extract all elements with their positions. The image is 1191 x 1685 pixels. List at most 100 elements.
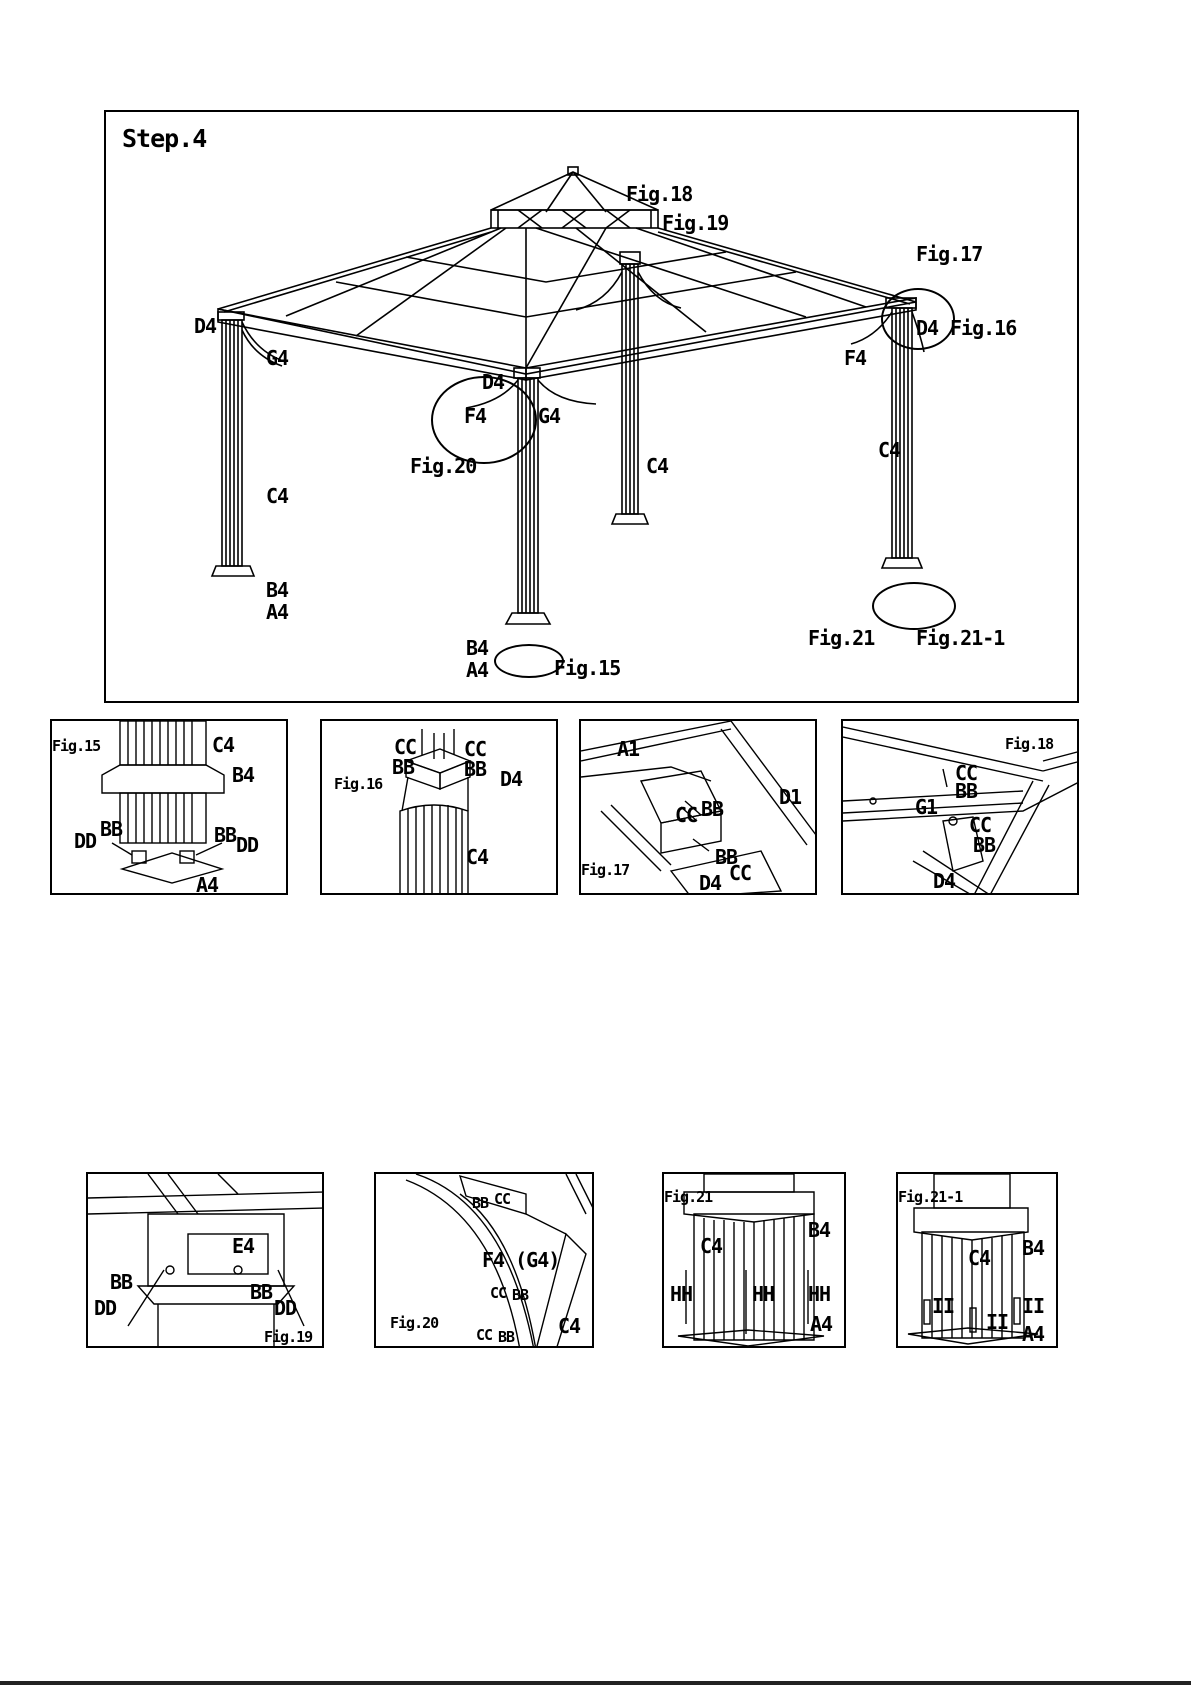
fig16-cc-right: CC bbox=[464, 737, 487, 761]
fig17-drawing bbox=[581, 721, 815, 893]
fig21-title: Fig.21 bbox=[664, 1188, 713, 1206]
fig21-drawing bbox=[677, 1174, 825, 1346]
fig21-hh2: HH bbox=[752, 1282, 775, 1306]
label-fig16: Fig.16 bbox=[950, 316, 1017, 340]
label-d4-left: D4 bbox=[194, 314, 217, 338]
label-c4-left: C4 bbox=[266, 484, 289, 508]
fig21-1-title: Fig.21-1 bbox=[898, 1188, 963, 1206]
fig20-cc1: CC bbox=[494, 1190, 511, 1208]
fig17-cc1: CC bbox=[675, 803, 698, 827]
fig21-1-b4: B4 bbox=[1022, 1236, 1045, 1260]
label-fig18: Fig.18 bbox=[626, 182, 693, 206]
detail-fig15: Fig.15 C4 B4 BB DD BB DD A4 bbox=[50, 719, 288, 895]
page-bottom-edge bbox=[0, 1681, 1191, 1685]
detail-fig21: Fig.21 B4 C4 HH HH HH A4 bbox=[662, 1172, 846, 1348]
fig21-1-c4: C4 bbox=[968, 1246, 991, 1270]
fig15-bb-left: BB bbox=[100, 817, 123, 841]
fig15-drawing bbox=[101, 721, 225, 884]
fig20-bb2: BB bbox=[512, 1286, 529, 1304]
label-f4-right: F4 bbox=[844, 346, 867, 370]
step-title: Step.4 bbox=[122, 124, 207, 153]
callout-fig15 bbox=[494, 644, 564, 678]
fig19-drawing bbox=[88, 1174, 322, 1346]
fig21-hh1: HH bbox=[670, 1282, 693, 1306]
fig15-title: Fig.15 bbox=[52, 737, 101, 755]
fig19-title: Fig.19 bbox=[264, 1328, 313, 1346]
callout-fig17 bbox=[881, 288, 955, 350]
label-g4-center: G4 bbox=[538, 404, 561, 428]
label-c4-center: C4 bbox=[646, 454, 669, 478]
main-assembly-diagram: Step.4 Fig.18 Fig.19 Fig.17 Fig.16 D4 D4… bbox=[104, 110, 1079, 703]
fig20-c4: C4 bbox=[558, 1314, 581, 1338]
callout-fig21 bbox=[872, 582, 956, 630]
fig17-cc2: CC bbox=[729, 861, 752, 885]
fig19-dd-left: DD bbox=[94, 1296, 117, 1320]
label-b4-center: B4 bbox=[466, 636, 489, 660]
fig16-drawing bbox=[399, 729, 472, 893]
fig21-1-ii1: II bbox=[932, 1294, 955, 1318]
detail-fig21-1: Fig.21-1 C4 B4 II II II A4 bbox=[896, 1172, 1058, 1348]
fig16-cc-left: CC bbox=[394, 735, 417, 759]
fig18-drawing bbox=[843, 726, 1077, 893]
label-c4-right: C4 bbox=[878, 438, 901, 462]
fig18-d4: D4 bbox=[933, 869, 956, 893]
fig20-bb1: BB bbox=[472, 1194, 489, 1212]
fig21-hh3: HH bbox=[808, 1282, 831, 1306]
label-fig20: Fig.20 bbox=[410, 454, 477, 478]
fig16-bb-right: BB bbox=[464, 757, 487, 781]
fig18-bb2: BB bbox=[973, 833, 996, 857]
fig17-bb1: BB bbox=[701, 797, 724, 821]
label-fig15: Fig.15 bbox=[554, 656, 621, 680]
fig19-dd-right: DD bbox=[274, 1296, 297, 1320]
fig15-b4: B4 bbox=[232, 763, 255, 787]
label-a4-center: A4 bbox=[466, 658, 489, 682]
fig16-bb-left: BB bbox=[392, 755, 415, 779]
fig18-cc2: CC bbox=[969, 813, 992, 837]
fig20-title: Fig.20 bbox=[390, 1314, 439, 1332]
fig15-c4: C4 bbox=[212, 733, 235, 757]
fig15-dd-right: DD bbox=[236, 833, 259, 857]
fig19-bb-right: BB bbox=[250, 1280, 273, 1304]
fig20-cc2: CC bbox=[490, 1284, 507, 1302]
fig18-bb1: BB bbox=[955, 779, 978, 803]
label-a4-left: A4 bbox=[266, 600, 289, 624]
fig15-a4: A4 bbox=[196, 873, 219, 895]
label-fig21: Fig.21 bbox=[808, 626, 875, 650]
fig21-1-a4: A4 bbox=[1022, 1322, 1045, 1346]
label-b4-left: B4 bbox=[266, 578, 289, 602]
detail-fig18: Fig.18 CC BB G1 CC BB D4 bbox=[841, 719, 1079, 895]
detail-fig17: A1 D1 CC BB BB CC Fig.17 D4 bbox=[579, 719, 817, 895]
fig16-title: Fig.16 bbox=[334, 775, 383, 793]
fig17-d4: D4 bbox=[699, 871, 722, 895]
fig19-bb-left: BB bbox=[110, 1270, 133, 1294]
fig16-d4: D4 bbox=[500, 767, 523, 791]
label-fig17: Fig.17 bbox=[916, 242, 983, 266]
fig20-f4g4: F4 (G4) bbox=[482, 1248, 560, 1272]
fig17-title: Fig.17 bbox=[581, 861, 630, 879]
fig18-cc1: CC bbox=[955, 761, 978, 785]
fig20-bb3: BB bbox=[498, 1328, 515, 1346]
fig18-g1: G1 bbox=[915, 795, 938, 819]
fig17-d1: D1 bbox=[779, 785, 802, 809]
fig21-b4: B4 bbox=[808, 1218, 831, 1242]
fig21-a4: A4 bbox=[810, 1312, 833, 1336]
fig21-1-ii2: II bbox=[986, 1310, 1009, 1334]
detail-fig20: BB CC F4 (G4) CC BB Fig.20 CC BB C4 bbox=[374, 1172, 594, 1348]
callout-fig20 bbox=[431, 376, 537, 464]
fig15-dd-left: DD bbox=[74, 829, 97, 853]
label-fig21-1: Fig.21-1 bbox=[916, 626, 1005, 650]
detail-fig19: E4 BB DD BB DD Fig.19 bbox=[86, 1172, 324, 1348]
fig17-bb2: BB bbox=[715, 845, 738, 869]
label-fig19: Fig.19 bbox=[662, 211, 729, 235]
fig15-bb-right: BB bbox=[214, 823, 237, 847]
fig16-c4: C4 bbox=[466, 845, 489, 869]
gazebo-drawing bbox=[210, 166, 925, 625]
fig21-c4: C4 bbox=[700, 1234, 723, 1258]
detail-fig16: CC BB CC BB D4 Fig.16 C4 bbox=[320, 719, 558, 895]
fig21-1-ii3: II bbox=[1022, 1294, 1045, 1318]
fig17-a1: A1 bbox=[617, 737, 640, 761]
fig20-drawing bbox=[405, 1174, 592, 1346]
fig19-e4: E4 bbox=[232, 1234, 255, 1258]
fig18-title: Fig.18 bbox=[1005, 735, 1054, 753]
fig20-cc3: CC bbox=[476, 1326, 493, 1344]
